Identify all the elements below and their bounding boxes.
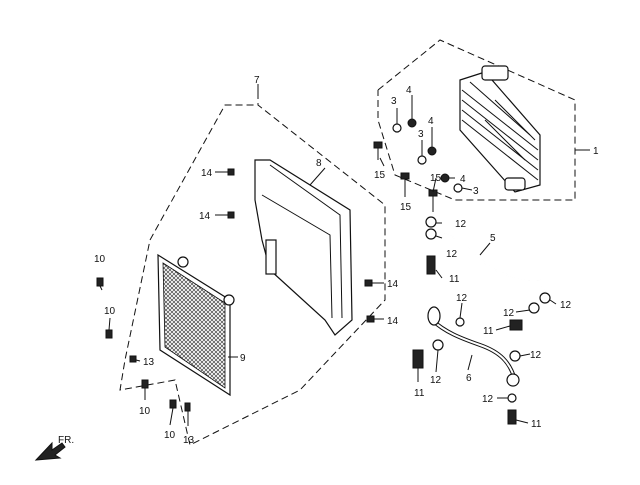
callout-12h: 12 [482,394,494,405]
callout-7: 7 [254,75,260,86]
callout-13a: 13 [143,357,155,368]
callout-11a: 11 [449,274,460,285]
oil-pipe-upper [425,216,551,314]
callout-1: 1 [593,146,599,157]
callout-14a: 14 [201,168,213,179]
callout-10c: 10 [139,406,151,417]
callout-12d: 12 [503,308,515,319]
callout-6: 6 [466,373,472,384]
callout-12f: 12 [530,350,542,361]
callout-3b: 3 [418,129,424,140]
callout-13b: 13 [183,435,195,446]
callout-4b: 4 [428,116,434,127]
callout-4c: 4 [460,174,466,185]
callout-5: 5 [490,233,496,244]
callout-14d: 14 [387,316,399,327]
callout-10a: 10 [94,254,106,265]
callout-12e: 12 [560,300,572,311]
oil-cooler [459,65,541,193]
callout-3c: 3 [473,186,479,197]
callout-10d: 10 [164,430,176,441]
callout-14b: 14 [199,211,211,222]
leader-lines [99,84,557,426]
bolt-15-group [373,141,438,212]
screw-group [96,168,384,412]
callout-12c: 12 [456,293,468,304]
callout-15b: 15 [400,202,412,213]
shroud [254,159,353,336]
grille [157,253,235,397]
callout-12a: 12 [455,219,467,230]
group-outline-1 [377,39,576,201]
callout-15a: 15 [374,170,386,181]
callout-11c: 11 [414,388,425,399]
callout-12b: 12 [446,249,458,260]
front-direction-label: FR. [58,435,74,446]
callout-3a: 3 [391,96,397,107]
callout-10b: 10 [104,306,116,317]
callout-9: 9 [240,353,246,364]
callout-11b: 11 [483,326,494,337]
callout-11d: 11 [531,419,542,430]
callout-4a: 4 [406,85,412,96]
nut-washer-group [392,95,473,193]
callout-14c: 14 [387,279,399,290]
callout-15c: 15 [430,173,442,184]
callout-12g: 12 [430,375,442,386]
front-direction-arrow [34,441,66,461]
callout-8: 8 [316,158,322,169]
group-outline-7 [119,92,386,446]
oil-pipe-lower [412,306,523,425]
